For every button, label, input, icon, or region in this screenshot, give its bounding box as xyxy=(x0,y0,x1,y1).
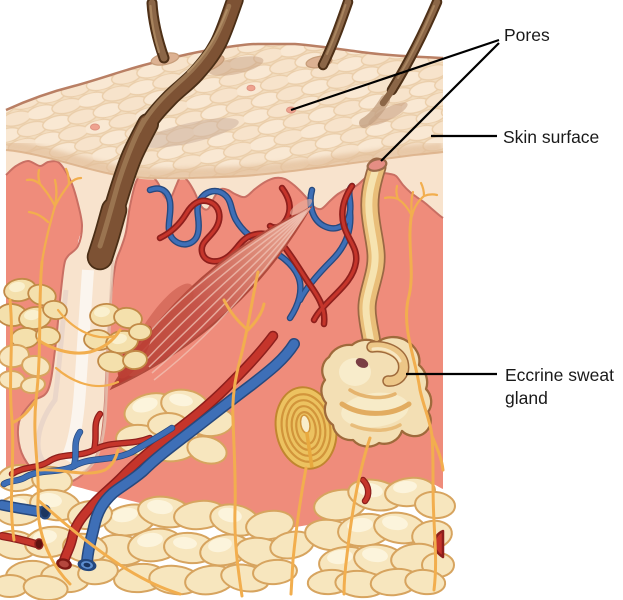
svg-text:Skin surface: Skin surface xyxy=(503,127,599,147)
svg-text:gland: gland xyxy=(505,388,548,408)
svg-text:Eccrine sweat: Eccrine sweat xyxy=(505,365,614,385)
svg-text:Pores: Pores xyxy=(504,25,550,45)
